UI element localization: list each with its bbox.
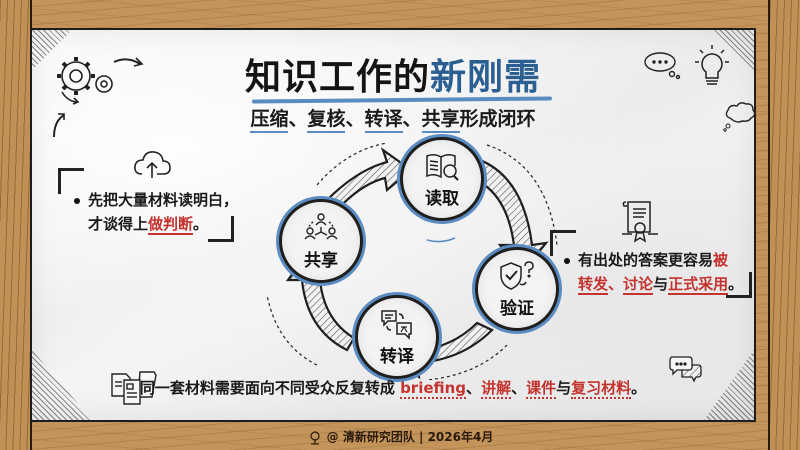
wood-frame-left: [0, 0, 32, 450]
people-network-icon: [304, 212, 338, 239]
bottom-statement: 同一套材料需要面向不同受众反复转成 briefing、讲解、课件与复习材料。: [139, 379, 647, 399]
bracket-decoration: [550, 230, 576, 256]
cycle-node-translate: 转译: [355, 295, 439, 379]
cycle-node-share: 共享: [279, 199, 363, 283]
cycle-diagram: 读取 验证: [257, 135, 567, 380]
cycle-node-read: 读取: [400, 137, 484, 221]
right-note: 有出处的答案更容易被 转发、讨论与正式采用。: [564, 248, 743, 296]
book-magnifier-icon: [426, 153, 459, 181]
subtitle: 压缩、复核、转译、共享形成闭环: [32, 104, 754, 133]
tree-icon: [310, 430, 320, 445]
certificate-scroll-icon: [622, 201, 658, 243]
lightbulb-icon: [695, 45, 729, 85]
cycle-node-verify: 验证: [475, 247, 559, 331]
paper-board: 知识工作的新刚需 压缩、复核、转译、共享形成闭环 先把大量材料读明白， 才谈得上…: [30, 28, 756, 422]
gears-icon: [53, 57, 144, 138]
shield-check-icon: [500, 260, 534, 290]
translate-bubbles-icon: [381, 309, 412, 340]
thought-bubble-icon: [644, 52, 681, 80]
bracket-decoration: [58, 168, 84, 194]
cloud-upload-icon: [134, 151, 171, 178]
wood-frame-right: [768, 0, 800, 450]
title-accent: 新刚需: [430, 57, 542, 98]
bullet: [74, 197, 80, 204]
left-note: 先把大量材料读明白， 才谈得上做判断。: [74, 188, 238, 236]
documents-icon: [111, 371, 157, 405]
bracket-decoration: [726, 272, 752, 298]
chat-bubbles-icon: [669, 356, 702, 383]
page-title: 知识工作的新刚需: [244, 57, 542, 98]
cloud-bubble-icon: [723, 102, 756, 132]
bullet: [564, 257, 570, 264]
bracket-decoration: [208, 216, 234, 242]
footer-credit: @ 清新研究团队 | 2026年4月: [0, 428, 800, 445]
